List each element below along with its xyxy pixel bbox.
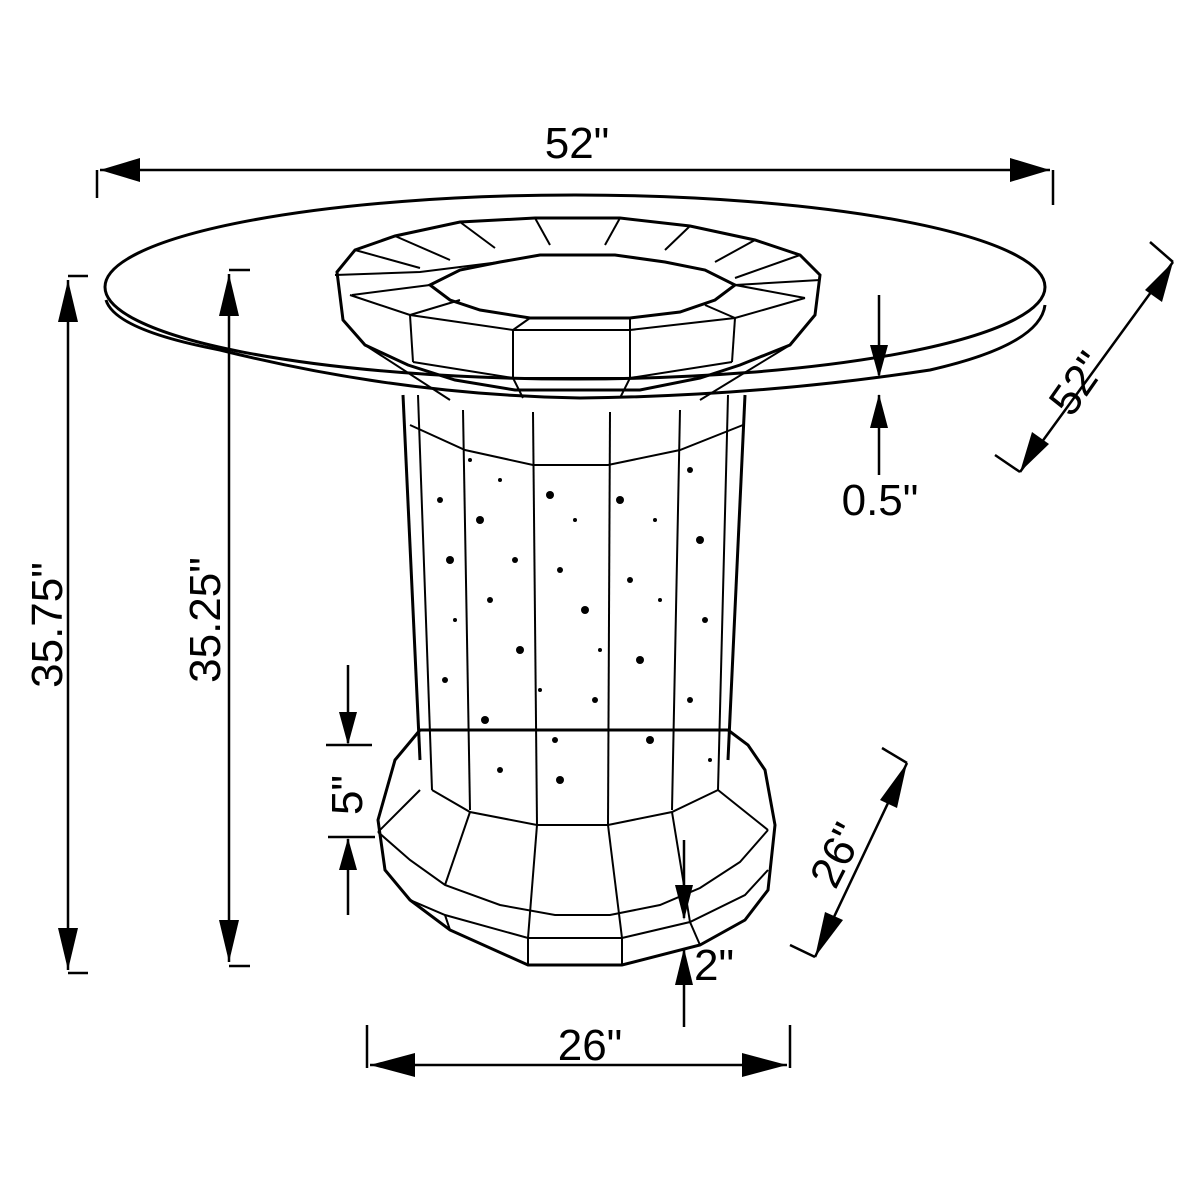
label-top-width: 52" (545, 119, 610, 168)
top-collar-ring (334, 216, 822, 401)
label-overall-height: 35.75" (23, 562, 72, 688)
dimension-top-thickness: 0.5" (842, 295, 919, 525)
dimension-overall-height: 35.75" (23, 274, 88, 975)
dimension-base-height: 35.25" (181, 268, 250, 968)
dimension-top-depth: 52" (994, 241, 1175, 474)
glass-table-top (103, 193, 1047, 400)
dimension-plinth-height: 5" (323, 665, 375, 915)
dimension-plinth-edge: 2" (675, 840, 734, 1027)
base-plinth (376, 728, 777, 967)
label-base-depth: 26" (801, 816, 874, 896)
label-base-height: 35.25" (181, 557, 230, 683)
dimension-base-depth: 26" (789, 746, 909, 959)
dimension-top-width: 52" (95, 119, 1055, 205)
label-plinth-edge: 2" (694, 941, 734, 990)
dimension-base-width: 26" (365, 1021, 792, 1077)
crushed-glass-texture (437, 458, 712, 784)
label-plinth-height: 5" (323, 775, 372, 815)
label-base-width: 26" (558, 1021, 623, 1070)
label-top-thickness: 0.5" (842, 476, 919, 525)
pedestal-column (401, 394, 747, 826)
